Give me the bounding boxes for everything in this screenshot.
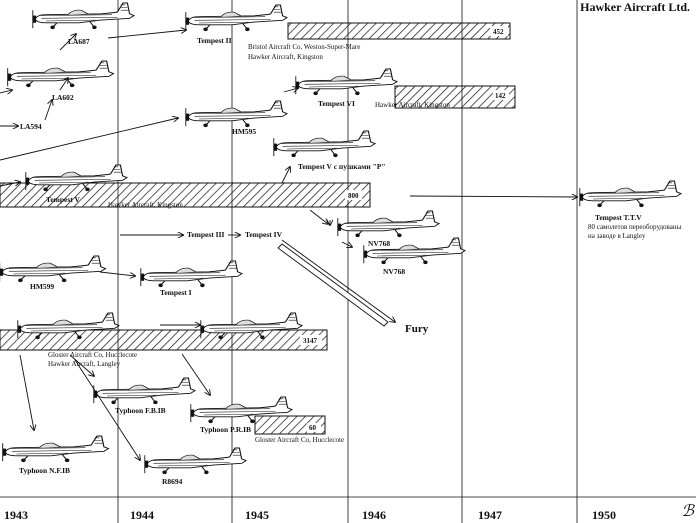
tempest6-production-bar	[394, 85, 516, 109]
decorative-b-icon: ℬ	[681, 503, 694, 520]
typhoon-production-bar	[0, 329, 328, 351]
tempest4-fury-arrow	[277, 243, 389, 327]
label-r8694: R8694	[162, 477, 183, 486]
count-tempest2: 452	[493, 28, 504, 36]
count-typhoon: 3147	[303, 337, 317, 345]
year-label-1945: 1945	[245, 508, 269, 522]
count-tempest6: 142	[495, 92, 506, 100]
label-hm599: HM599	[30, 282, 55, 291]
label-tempest4: Tempest IV	[245, 230, 283, 239]
label-typhoon-nfib: Typhoon N.F.IB	[19, 466, 71, 475]
year-label-1950: 1950	[592, 508, 616, 522]
label-gloster-1: Gloster Aircraft Co, Hucclecote	[48, 351, 138, 359]
label-tempest3: Tempest III	[187, 230, 225, 239]
label-tempest-ttv: Tempest T.T.V	[595, 213, 642, 222]
label-tempest1: Tempest I	[160, 288, 192, 297]
year-label-1947: 1947	[478, 508, 502, 522]
label-la602: LA602	[52, 93, 74, 102]
year-label-1946: 1946	[362, 508, 386, 522]
label-fury: Fury	[405, 323, 429, 335]
label-tempest2: Tempest II	[197, 36, 232, 45]
arrow-icon	[0, 30, 577, 460]
year-label-1944: 1944	[130, 508, 154, 522]
label-ttv-note-1: 80 самолетов переоборудованы	[588, 223, 682, 231]
label-ttv-note-2: на заводе в Langley	[588, 232, 646, 240]
label-bristol: Bristol Aircraft Co, Weston-Super-Mare	[248, 43, 361, 51]
aircraft-silhouette-icon	[0, 2, 682, 475]
count-tempest5: 800	[348, 192, 359, 200]
label-tempest6: Tempest VI	[318, 99, 355, 108]
label-hawker-kingston-1: Hawker Aircraft, Kingston	[248, 53, 323, 61]
tempest2-production-bar	[287, 22, 511, 40]
label-hm595: HM595	[232, 127, 257, 136]
label-hawker-langley: Hawker Aircraft, Langley	[48, 360, 121, 368]
label-typhoon-prib: Typhoon P.R.IB	[200, 425, 252, 434]
label-nv768-b: NV768	[383, 267, 406, 276]
label-typhoon-fbib: Typhoon F.B.IB	[115, 406, 166, 415]
label-gloster-2: Gloster Aircraft Co, Hucclecote	[255, 436, 345, 444]
year-label-1943: 1943	[4, 508, 28, 522]
company-title: Hawker Aircraft Ltd.	[580, 0, 690, 14]
label-la594: LA594	[20, 122, 42, 131]
label-hawker-kingston-2: Hawker Aircraft, Kingston	[375, 101, 450, 109]
label-hawker-kingston-3: Hawker Aircraft, Kingston	[108, 201, 183, 209]
count-typhoon-prib: 60	[309, 424, 316, 432]
label-nv768-a: NV768	[368, 239, 391, 248]
label-tempest5: Tempest V	[46, 195, 80, 204]
label-tempest5-cannons: Tempest V с пушками "P"	[298, 162, 386, 171]
label-la687: LA687	[68, 37, 90, 46]
tempest5-production-bar	[0, 182, 371, 208]
